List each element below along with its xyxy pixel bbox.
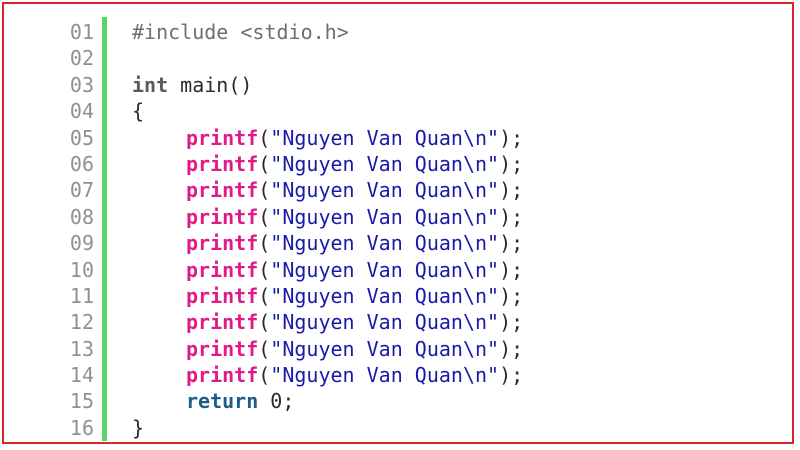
gutter-highlight-bar	[102, 17, 107, 441]
code-line: printf("Nguyen Van Quan\n");	[186, 231, 524, 256]
line-number: 06	[69, 151, 94, 176]
string-literal: "Nguyen Van Quan\n"	[270, 336, 500, 361]
code-line: printf("Nguyen Van Quan\n");	[186, 151, 524, 176]
string-literal: "Nguyen Van Quan\n"	[270, 257, 500, 282]
line-number-gutter: 01 02 03 04 05 06 07 08 09 10 11 12 13 1…	[44, 19, 96, 441]
line-number: 09	[69, 231, 94, 256]
code-line: {	[132, 98, 782, 124]
close-brace: }	[132, 415, 145, 440]
printf-function: printf	[186, 363, 259, 388]
line-number: 12	[69, 310, 94, 335]
printf-function: printf	[186, 257, 259, 282]
code-line: printf("Nguyen Van Quan\n");	[186, 336, 524, 361]
code-line: printf("Nguyen Van Quan\n");	[186, 204, 524, 229]
printf-function: printf	[186, 178, 259, 203]
line-number: 13	[69, 336, 94, 361]
string-literal: "Nguyen Van Quan\n"	[270, 204, 500, 229]
line-number: 14	[69, 363, 94, 388]
open-brace: {	[132, 99, 145, 124]
int-keyword: int	[132, 72, 169, 97]
code-line: printf("Nguyen Van Quan\n");	[186, 125, 524, 150]
printf-function: printf	[186, 283, 259, 308]
code-body: #include <stdio.h> int main() { printf("…	[132, 19, 782, 441]
printf-function: printf	[186, 204, 259, 229]
string-literal: "Nguyen Van Quan\n"	[270, 151, 500, 176]
line-number: 03	[69, 72, 94, 97]
code-line	[132, 45, 782, 71]
string-literal: "Nguyen Van Quan\n"	[270, 231, 500, 256]
string-literal: "Nguyen Van Quan\n"	[270, 283, 500, 308]
code-line: printf("Nguyen Van Quan\n");	[186, 178, 524, 203]
main-signature: main()	[168, 72, 253, 97]
line-number: 04	[69, 99, 94, 124]
line-number: 11	[69, 283, 94, 308]
line-number: 07	[69, 178, 94, 203]
return-value: 0;	[258, 389, 295, 414]
code-line: printf("Nguyen Van Quan\n");	[186, 257, 524, 282]
code-line: }	[132, 415, 782, 441]
string-literal: "Nguyen Van Quan\n"	[270, 178, 500, 203]
return-keyword: return	[186, 389, 259, 414]
line-number: 05	[69, 125, 94, 150]
printf-function: printf	[186, 231, 259, 256]
include-directive: #include <stdio.h>	[132, 20, 349, 44]
printf-function: printf	[186, 151, 259, 176]
printf-function: printf	[186, 336, 259, 361]
code-line: return 0;	[132, 388, 782, 414]
code-line: printf("Nguyen Van Quan\n");	[186, 310, 524, 335]
line-number: 16	[69, 415, 94, 440]
line-number: 02	[69, 46, 94, 71]
string-literal: "Nguyen Van Quan\n"	[270, 363, 500, 388]
code-line: printf("Nguyen Van Quan\n");	[186, 283, 524, 308]
line-number: 15	[69, 389, 94, 414]
string-literal: "Nguyen Van Quan\n"	[270, 125, 500, 150]
line-number: 01	[69, 20, 94, 44]
code-line: #include <stdio.h>	[132, 19, 782, 45]
printf-function: printf	[186, 310, 259, 335]
line-number: 10	[69, 257, 94, 282]
string-literal: "Nguyen Van Quan\n"	[270, 310, 500, 335]
code-line: int main()	[132, 72, 782, 98]
line-number: 08	[69, 204, 94, 229]
code-line: printf("Nguyen Van Quan\n");	[186, 363, 524, 388]
code-frame: 01 02 03 04 05 06 07 08 09 10 11 12 13 1…	[2, 2, 794, 444]
printf-function: printf	[186, 125, 259, 150]
